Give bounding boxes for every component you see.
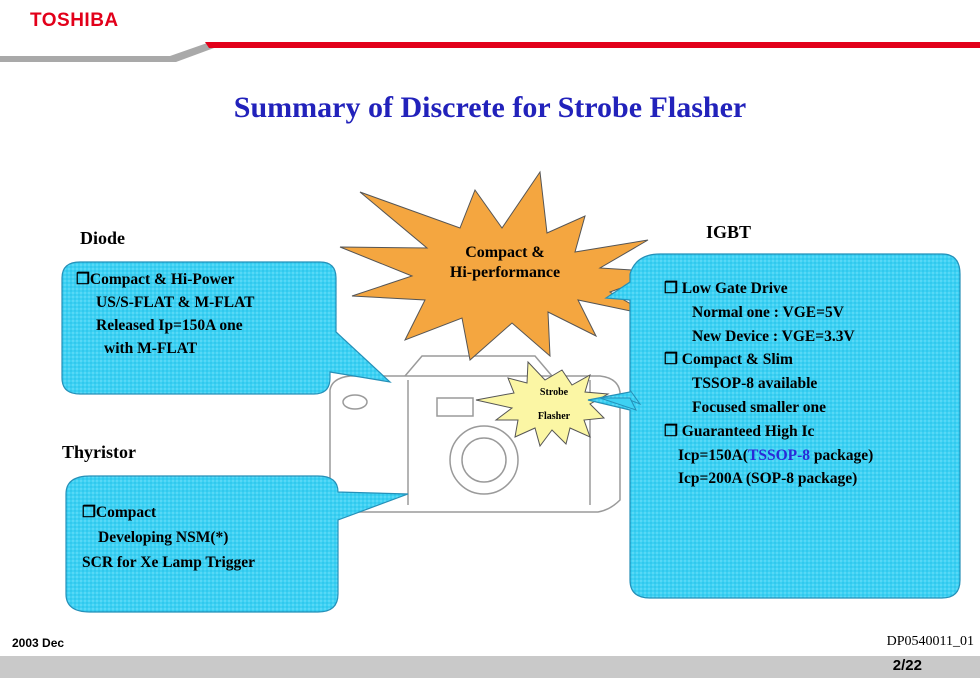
strobe-flasher-label: Strobe Flasher (521, 381, 587, 429)
strobe-line-2: Flasher (537, 411, 571, 422)
igbt-title: IGBT (706, 222, 752, 242)
toshiba-logo: TOSHIBA (30, 10, 119, 31)
page-number: 2/22 (892, 657, 922, 674)
diode-text: ❒Compact & Hi-Power US/S-FLAT & M-FLAT R… (76, 268, 254, 360)
igbt-line: TSSOP-8 available (692, 375, 818, 393)
thyristor-callout-shape (65, 475, 409, 613)
thyristor-line: Developing NSM(*) (98, 529, 229, 546)
footer-date: 2003 Dec (12, 636, 65, 650)
igbt-line-text: Guaranteed High Ic (681, 422, 815, 440)
note-icon: ❒ (76, 271, 90, 288)
burst-line-2: Hi-performance (449, 264, 561, 281)
igbt-callout-shape (587, 253, 961, 599)
igbt-line: ❒ Guaranteed High Ic (664, 420, 873, 444)
igbt-line-text: Low Gate Drive (681, 280, 788, 297)
igbt-line-text: Icp=150A( (678, 446, 748, 464)
compact-burst-shape (339, 170, 666, 361)
note-icon: ❒ (664, 280, 682, 297)
igbt-line: Normal one : VGE=5V (692, 303, 844, 321)
igbt-line: ❒ Low Gate Drive (664, 277, 873, 301)
igbt-pointer-shape (599, 397, 637, 411)
document-id: DP0540011_01 (886, 634, 974, 649)
strobe-line-1: Strobe (539, 387, 569, 398)
note-icon: ❒ (82, 504, 96, 521)
diode-line: ❒Compact & Hi-Power (76, 268, 254, 291)
igbt-line: ❒ Compact & Slim (664, 348, 873, 372)
diode-callout-shape (61, 261, 392, 395)
igbt-line: Icp=200A (SOP-8 package) (678, 470, 858, 488)
footer-bar (0, 656, 980, 678)
diode-line: Released Ip=150A one (96, 317, 243, 334)
igbt-line: Focused smaller one (692, 398, 827, 416)
thyristor-line: SCR for Xe Lamp Trigger (82, 554, 256, 571)
igbt-line: New Device : VGE=3.3V (692, 327, 855, 345)
igbt-line-text: package) (810, 446, 874, 464)
diode-line-text: Compact & Hi-Power (89, 271, 235, 288)
note-icon: ❒ (664, 351, 682, 369)
note-icon: ❒ (664, 422, 682, 440)
igbt-line: Icp=150A(TSSOP-8 package) (664, 444, 873, 468)
diode-line: US/S-FLAT & M-FLAT (96, 294, 255, 311)
header-swoosh (0, 42, 980, 62)
burst-line-1: Compact & (465, 244, 545, 261)
page-title: Summary of Discrete for Strobe Flasher (233, 91, 747, 124)
thyristor-line-text: Compact (95, 504, 157, 521)
thyristor-text: ❒Compact Developing NSM(*) SCR for Xe La… (82, 500, 255, 575)
strobe-burst-shape (475, 360, 610, 448)
igbt-text: ❒ Low Gate Drive Normal one : VGE=5V New… (664, 277, 873, 491)
diode-line: with M-FLAT (104, 340, 198, 357)
compact-burst-label: Compact & Hi-performance (430, 243, 580, 283)
igbt-highlight: TSSOP-8 (747, 446, 810, 464)
thyristor-line: ❒Compact (82, 500, 255, 525)
diode-title: Diode (80, 228, 125, 248)
thyristor-title: Thyristor (62, 442, 136, 462)
igbt-line-text: Compact & Slim (681, 351, 793, 369)
